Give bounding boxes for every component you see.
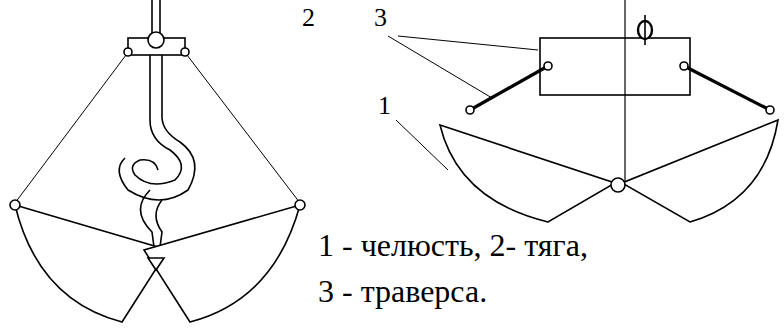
callout-number: 1 [376,92,393,121]
traverse [540,38,690,95]
pin [295,200,305,210]
pin [10,200,20,210]
rod [470,66,548,110]
chain [15,55,126,203]
leader-line [396,120,448,170]
leader-line [398,36,538,50]
pin [181,48,189,56]
pin [544,62,552,70]
callout-number: 2 [300,4,317,33]
jaw [15,205,168,322]
hook [119,55,195,200]
pin [680,62,688,70]
jaw [622,120,778,222]
jaw-pivot [611,178,625,192]
chain [187,55,300,203]
hook [132,55,181,184]
leader-line [388,36,492,98]
rope [624,0,625,183]
rope [624,38,625,95]
jaw [144,205,300,322]
pin [124,48,132,56]
pulley [148,32,164,48]
legend-note: 1 - челюсть, 2- тяга, [316,228,590,263]
pin [466,106,474,114]
legend-note: 3 - траверса. [316,274,489,309]
jaw-pivot [148,258,164,270]
callout-number: 3 [372,4,389,33]
lifting-ring [644,15,646,45]
pin [766,106,774,114]
jaw [440,125,615,222]
rod [684,66,770,110]
